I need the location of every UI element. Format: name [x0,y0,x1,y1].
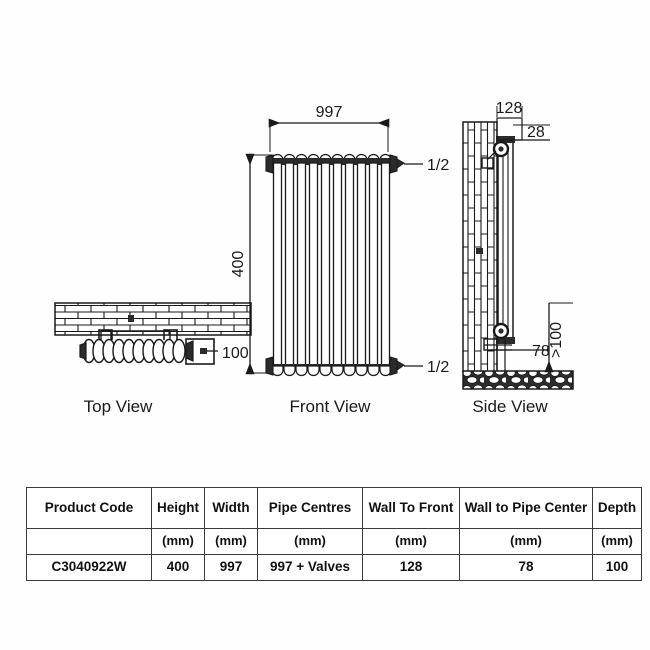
front-view-valve-top-callout: 1/2 [404,157,449,174]
front-view-height-dimension: 400 [230,153,272,375]
table-header-pipe-centres: Pipe Centres [257,487,363,529]
table-header-wall-to-pipe-center: Wall to Pipe Center [459,487,593,529]
top-view-group: 100 Top View [54,302,252,416]
side-view-wall [462,121,498,373]
side-view-ground [462,370,574,390]
top-view-depth-value: 100 [222,345,249,362]
table-value-width: 997 [204,554,258,581]
side-view-top-offset-value: 28 [527,124,545,141]
front-view-valve-top-value: 1/2 [427,157,449,174]
table-value-pipe-centres: 997 + Valves [257,554,363,581]
top-view-depth-dimension: 100 [207,345,249,362]
table-value-height: 400 [151,554,205,581]
top-view-wall [54,302,252,336]
front-view-radiator [265,153,405,377]
side-view-top-offset-dimension: 28 [513,124,550,141]
table-units-wall-to-pipe-center: (mm) [459,528,593,555]
table-header-row: Product Code Height Width Pipe Centres W… [26,487,642,529]
side-view-wall-to-pipe-value: 78 [532,343,550,360]
table-value-depth: 100 [592,554,642,581]
side-view-top-valve [481,140,510,169]
side-view-group: 128 28 78 >100 Side View [462,100,574,416]
table-units-pipe-centres: (mm) [257,528,363,555]
side-view-floor-clearance-dimension: >100 [544,302,573,373]
front-view-label: Front View [290,397,372,416]
table-units-width: (mm) [204,528,258,555]
table-value-wall-to-front: 128 [362,554,460,581]
top-view-label: Top View [84,397,153,416]
table-units-row: (mm) (mm) (mm) (mm) (mm) (mm) [26,528,642,555]
front-view-group: 997 400 [230,104,449,416]
table-header-wall-to-front: Wall To Front [362,487,460,529]
side-view-wall-to-front-dimension: 128 [496,100,523,141]
side-view-radiator [496,136,515,344]
front-view-height-value: 400 [230,251,247,278]
front-view-valve-bottom-value: 1/2 [427,359,449,376]
table-header-depth: Depth [592,487,642,529]
table-units-wall-to-front: (mm) [362,528,460,555]
table-value-product-code: C3040922W [26,554,152,581]
table-value-wall-to-pipe-center: 78 [459,554,593,581]
front-view-valve-bottom-callout: 1/2 [404,359,449,376]
front-view-width-dimension: 997 [268,104,390,152]
table-header-width: Width [204,487,258,529]
side-view-label: Side View [472,397,548,416]
front-view-width-value: 997 [316,104,343,121]
side-view-wall-to-front-value: 128 [496,100,523,117]
table-header-product-code: Product Code [26,487,152,529]
table-units-depth: (mm) [592,528,642,555]
side-view-wall-to-pipe-dimension: 78 [497,343,550,360]
side-view-floor-clearance-value: >100 [548,322,565,358]
table-header-height: Height [151,487,205,529]
specification-table: Product Code Height Width Pipe Centres W… [26,487,642,581]
table-units-product-code [26,528,152,555]
table-row: C3040922W 400 997 997 + Valves 128 78 10… [26,554,642,581]
table-units-height: (mm) [151,528,205,555]
top-view-radiator [79,338,215,365]
specification-table-wrapper: Product Code Height Width Pipe Centres W… [26,487,642,581]
